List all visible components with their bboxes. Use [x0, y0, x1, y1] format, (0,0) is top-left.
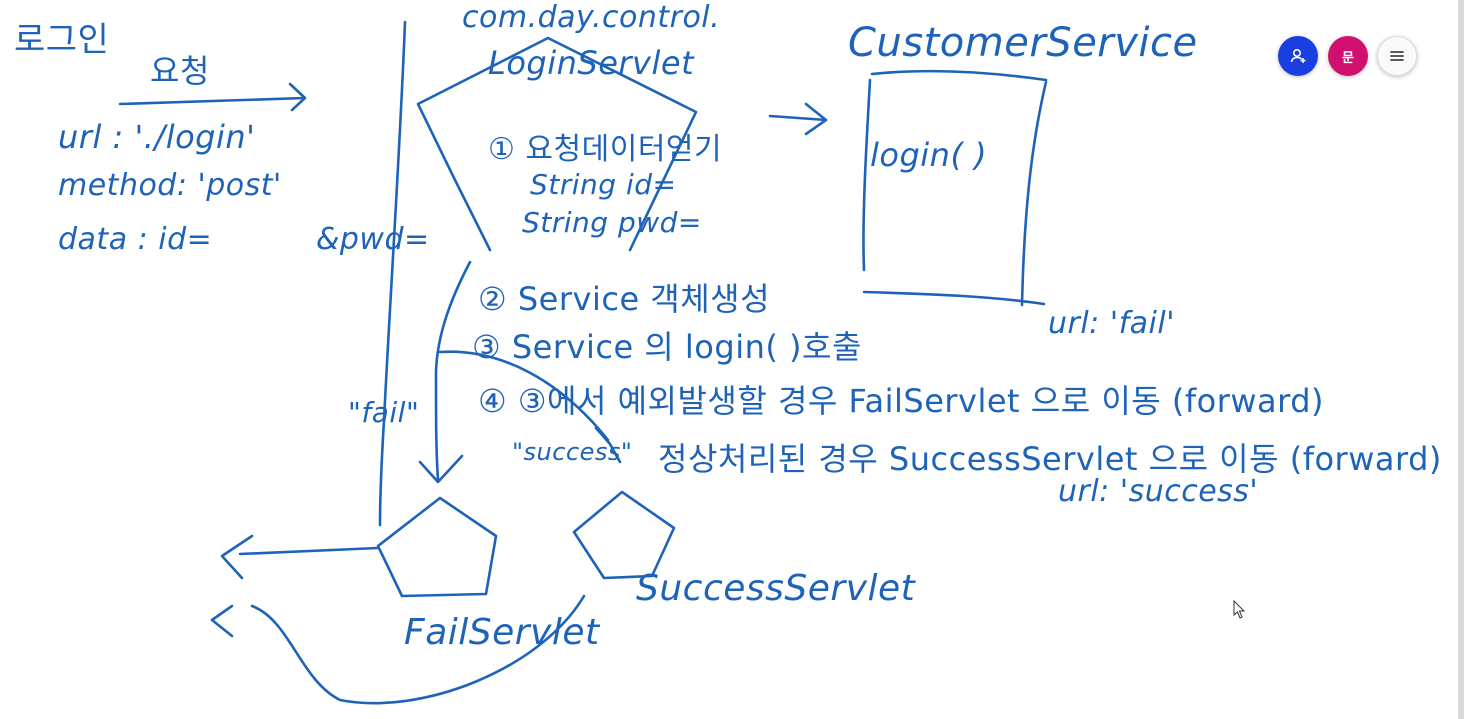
fail-quote-text: "fail" [348, 396, 420, 429]
login-servlet-label: LoginServlet [488, 44, 695, 82]
request-label: 요청 [150, 52, 210, 90]
user-avatar-button[interactable]: 문 [1328, 36, 1368, 76]
step3-text: ③ Service 의 login( )호출 [472, 328, 862, 366]
add-user-button[interactable] [1278, 36, 1318, 76]
pwd-param: &pwd= [316, 222, 430, 257]
avatar-initial: 문 [1342, 50, 1354, 66]
success-servlet-label: SuccessServlet [636, 568, 916, 609]
data-line: data : id= [58, 222, 213, 257]
add-user-icon [1290, 48, 1306, 63]
step4b-text: 정상처리된 경우 SuccessServlet 으로 이동 (forward) [658, 440, 1442, 478]
login-title: 로그인 [14, 20, 110, 60]
string-pwd-text: String pwd= [522, 206, 702, 239]
login-method-text: login( ) [870, 136, 988, 174]
url-success-text: url: 'success' [1058, 474, 1259, 509]
customer-service-label: CustomerService [848, 20, 1198, 66]
step4a-text: ④ ③에서 예외발생할 경우 FailServlet 으로 이동 (forwar… [478, 382, 1325, 420]
url-line: url : './login' [58, 118, 256, 156]
method-line: method: 'post' [58, 168, 282, 203]
url-fail-text: url: 'fail' [1048, 306, 1175, 341]
vertical-scrollbar[interactable] [1458, 0, 1464, 719]
hamburger-menu-icon [1390, 51, 1404, 61]
fail-servlet-label: FailServlet [404, 612, 600, 653]
step2-text: ② Service 객체생성 [478, 280, 771, 318]
menu-button[interactable] [1377, 36, 1417, 76]
mouse-cursor-icon [1233, 600, 1246, 619]
step1-text: ① 요청데이터얻기 [488, 132, 723, 167]
package-name: com.day.control. [462, 0, 721, 35]
success-quote-text: "success" [512, 438, 633, 466]
string-id-text: String id= [530, 168, 677, 201]
